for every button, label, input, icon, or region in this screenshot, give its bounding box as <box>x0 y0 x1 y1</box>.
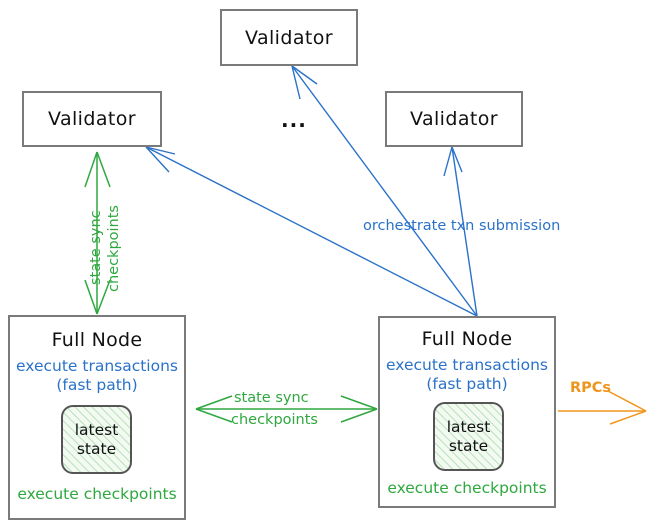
full-node-blue-line1-right: execute transactions <box>385 356 549 374</box>
latest-state-box-right[interactable]: latest state <box>433 402 504 471</box>
latest-state-line1-right: latest <box>446 417 491 436</box>
arrowhead-horiz-right-b <box>340 408 378 423</box>
vertical-state-sync-label-line2: checkpoints <box>106 205 122 292</box>
rpcs-label: RPCs <box>570 380 612 396</box>
validator-label-right: Validator <box>410 108 498 130</box>
arrowhead-horiz-left-b <box>195 408 233 423</box>
arrowhead-left-validator-a <box>145 146 176 155</box>
validator-box-left[interactable]: Validator <box>22 91 162 147</box>
validator-label-top: Validator <box>245 26 333 49</box>
full-node-blue-line2-right: (fast path) <box>426 375 508 393</box>
horizontal-state-sync-label-line1: state sync <box>234 390 309 406</box>
arrowhead-left-validator-b <box>145 146 170 173</box>
arrowhead-horiz-left-a <box>195 395 233 410</box>
arrowhead-vert-up-a <box>84 151 98 188</box>
full-node-box-right[interactable]: Full Node execute transactions (fast pat… <box>378 316 556 508</box>
full-node-blue-line1-left: execute transactions <box>15 357 179 375</box>
arrowhead-rpcs-a <box>607 390 647 412</box>
latest-state-line2-right: state <box>448 436 489 455</box>
arrowhead-right-validator-b <box>443 146 453 177</box>
vertical-state-sync-label-line1: state sync <box>88 210 104 285</box>
validators-ellipsis: ... <box>281 108 307 132</box>
arrowhead-top-validator-b <box>291 65 301 100</box>
orchestrate-txn-submission-label: orchestrate txn submission <box>363 218 561 234</box>
latest-state-line2-left: state <box>76 439 117 458</box>
latest-state-box-left[interactable]: latest state <box>61 405 132 474</box>
validator-label-left: Validator <box>48 108 136 130</box>
latest-state-line1-left: latest <box>74 420 119 439</box>
arrowhead-rpcs-b <box>609 410 647 425</box>
horizontal-state-sync-label-line2: checkpoints <box>231 412 318 428</box>
full-node-box-left[interactable]: Full Node execute transactions (fast pat… <box>8 315 186 520</box>
full-node-green-line-left: execute checkpoints <box>17 485 177 503</box>
validator-box-right[interactable]: Validator <box>385 91 523 147</box>
full-node-green-line-right: execute checkpoints <box>387 479 547 497</box>
arrowhead-right-validator-a <box>451 146 463 173</box>
arrowhead-vert-up-b <box>96 151 111 188</box>
arrowhead-horiz-right-a <box>340 395 378 410</box>
full-node-title-right: Full Node <box>421 328 513 350</box>
arrowhead-top-validator-a <box>291 65 318 85</box>
arrowhead-vert-down-a <box>84 279 98 315</box>
full-node-title-left: Full Node <box>51 329 143 351</box>
full-node-blue-line2-left: (fast path) <box>56 376 138 394</box>
validator-box-top[interactable]: Validator <box>220 9 358 66</box>
